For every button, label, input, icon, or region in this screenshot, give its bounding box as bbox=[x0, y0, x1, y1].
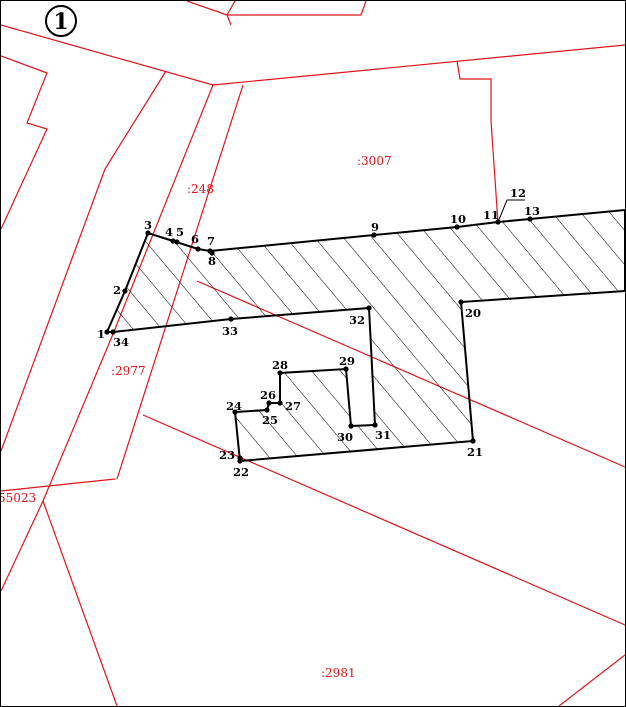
boundary-point-6 bbox=[195, 246, 201, 252]
point-label-13: 13 bbox=[524, 204, 540, 218]
point-label-22: 22 bbox=[233, 465, 249, 479]
point-label-3: 3 bbox=[144, 218, 152, 232]
parcel-line bbox=[558, 654, 625, 706]
point-label-29: 29 bbox=[339, 354, 355, 368]
boundary-point-5 bbox=[174, 239, 180, 245]
boundary-point-24 bbox=[232, 409, 238, 415]
boundary-point-2 bbox=[122, 288, 128, 294]
boundary-point-29 bbox=[343, 366, 349, 372]
point-label-8: 8 bbox=[208, 254, 216, 268]
parcel-line bbox=[142, 414, 625, 626]
parcel-line bbox=[42, 500, 118, 706]
point-label-7: 7 bbox=[207, 234, 215, 248]
boundary-point-31 bbox=[372, 422, 378, 428]
point-label-28: 28 bbox=[272, 358, 288, 372]
plot-polygon bbox=[105, 208, 625, 463]
point-label-5: 5 bbox=[176, 225, 184, 239]
boundary-point-20 bbox=[458, 299, 464, 305]
boundary-point-3 bbox=[145, 230, 151, 236]
parcel-line bbox=[226, 14, 232, 26]
cadastral-label: 55023 bbox=[1, 491, 36, 505]
boundary-point-34 bbox=[110, 329, 116, 335]
boundary-point-13 bbox=[527, 216, 533, 222]
boundary-point-28 bbox=[277, 370, 283, 376]
boundary-point-33 bbox=[228, 316, 234, 322]
sheet-number-marker: 1 bbox=[45, 5, 77, 37]
point-label-21: 21 bbox=[467, 445, 483, 459]
cadastral-label: :3007 bbox=[357, 154, 392, 168]
boundary-point-8 bbox=[209, 250, 215, 256]
boundary-point-4 bbox=[170, 238, 176, 244]
point-label-34: 34 bbox=[113, 335, 129, 349]
boundary-point-32 bbox=[366, 305, 372, 311]
point-label-31: 31 bbox=[375, 428, 391, 442]
parcel-line bbox=[456, 60, 499, 224]
cadastral-label: :2981 bbox=[321, 666, 356, 680]
point-label-11: 11 bbox=[483, 208, 499, 222]
point-label-2: 2 bbox=[113, 283, 121, 297]
parcel-line bbox=[186, 1, 367, 16]
boundary-point-25 bbox=[264, 407, 270, 413]
cadastral-labels: :3007 :248 :2977 55023 :2981 bbox=[1, 154, 392, 680]
parcel-line bbox=[1, 70, 167, 452]
point-label-6: 6 bbox=[191, 232, 199, 246]
parcel-line bbox=[1, 55, 48, 230]
boundary-point-21 bbox=[470, 438, 476, 444]
cadastral-label: :248 bbox=[187, 182, 214, 196]
sheet-number: 1 bbox=[53, 9, 68, 35]
boundary-point-9 bbox=[371, 232, 377, 238]
plot-boundary bbox=[105, 199, 625, 463]
parcel-line bbox=[226, 1, 236, 16]
boundary-point-27 bbox=[277, 400, 283, 406]
point-label-30: 30 bbox=[337, 430, 353, 444]
leader-line bbox=[497, 199, 525, 223]
point-label-12: 12 bbox=[510, 186, 526, 200]
point-label-4: 4 bbox=[165, 225, 173, 239]
boundary-point-10 bbox=[454, 224, 460, 230]
cadastral-label: :2977 bbox=[111, 364, 146, 378]
point-label-9: 9 bbox=[371, 220, 379, 234]
point-label-1: 1 bbox=[97, 327, 105, 341]
boundary-point-1 bbox=[104, 329, 110, 335]
parcel-line bbox=[1, 500, 44, 592]
point-label-32: 32 bbox=[349, 313, 365, 327]
boundary-point-26 bbox=[266, 400, 272, 406]
point-label-26: 26 bbox=[260, 388, 276, 402]
point-label-33: 33 bbox=[222, 324, 238, 338]
sheet-circle bbox=[45, 5, 77, 37]
parcel-line bbox=[1, 478, 116, 492]
boundary-point-23 bbox=[237, 455, 243, 461]
boundary-point-11 bbox=[495, 219, 501, 225]
point-label-24: 24 bbox=[226, 399, 242, 413]
point-label-10: 10 bbox=[450, 212, 466, 226]
point-label-27: 27 bbox=[285, 399, 301, 413]
point-label-25: 25 bbox=[262, 413, 278, 427]
parcel-line bbox=[1, 24, 625, 86]
point-label-23: 23 bbox=[219, 448, 235, 462]
boundary-point-30 bbox=[348, 423, 354, 429]
point-label-20: 20 bbox=[465, 306, 481, 320]
